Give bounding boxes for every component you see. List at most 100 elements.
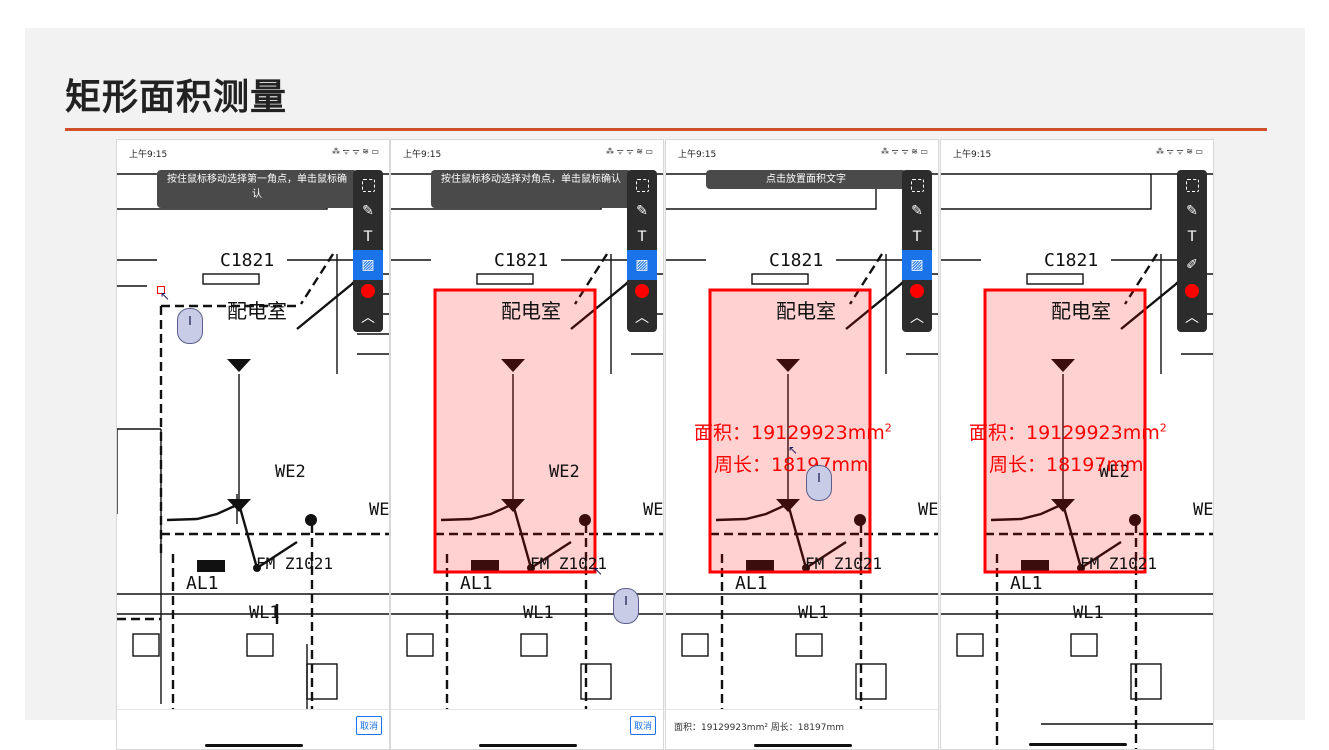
plan-label-fm: FM Z1021 [1080, 554, 1158, 573]
status-time: 上午9:15 [678, 150, 717, 160]
status-icons: ⁂ ᯤ ᯤ ≋ ▭ [605, 147, 653, 156]
side-toolbar: ✎ T ▨ ︿ [902, 170, 932, 332]
color-dot[interactable] [1177, 276, 1207, 306]
color-dot[interactable] [353, 276, 383, 306]
side-toolbar: ✎ T ▨ ︿ [627, 170, 657, 332]
collapse-icon[interactable]: ︿ [1185, 310, 1199, 326]
text-icon[interactable]: T [1187, 229, 1197, 245]
plan-label-fm: FM Z1021 [805, 554, 883, 573]
status-bar: 上午9:15 ⁂ ᯤ ᯤ ≋ ▭ [117, 140, 389, 164]
status-time: 上午9:15 [403, 150, 442, 160]
plan-label-al1: AL1 [1010, 573, 1043, 594]
measure-area-icon[interactable]: ▨ [353, 250, 383, 280]
collapse-icon[interactable]: ︿ [361, 310, 375, 326]
plan-label-we2: WE2 [275, 462, 306, 482]
bottom-bar: 面积：19129923mm² 周长：18197mm [666, 709, 938, 749]
text-icon[interactable]: T [363, 229, 373, 245]
mouse-icon [806, 465, 832, 501]
plan-label-window: C1821 [769, 250, 824, 271]
status-time: 上午9:15 [953, 150, 992, 160]
plan-label-window: C1821 [220, 250, 275, 271]
plan-label-we: WE [918, 500, 939, 520]
status-bar: 上午9:15 ⁂ ᯤ ᯤ ≋ ▭ [391, 140, 663, 164]
plan-label-window: C1821 [1044, 250, 1099, 271]
select-icon[interactable] [353, 170, 383, 200]
plan-label-we: WE [643, 500, 664, 520]
text-icon[interactable]: T [637, 229, 647, 245]
bottom-bar: 取消 [117, 709, 389, 749]
mouse-icon [177, 308, 203, 344]
plan-label-we2: WE2 [1099, 462, 1130, 482]
phone-screen-1: 上午9:15 ⁂ ᯤ ᯤ ≋ ▭ [116, 139, 390, 750]
home-indicator [205, 744, 303, 747]
plan-label-wl1: WL1 [249, 603, 280, 623]
text-icon[interactable]: T [912, 229, 922, 245]
plan-label-fm: FM Z1021 [530, 554, 608, 573]
plan-label-room: 配电室 [1051, 299, 1111, 323]
instruction-hint: 点击放置面积文字 [706, 170, 906, 189]
status-bar: 上午9:15 ⁂ ᯤ ᯤ ≋ ▭ [666, 140, 938, 164]
pointer-icon: ↖ [593, 564, 604, 578]
area-label: 面积：19129923mm2 [694, 421, 892, 444]
instruction-hint: 按住鼠标移动选择对角点，单击鼠标确认 [431, 170, 631, 208]
pen-icon[interactable]: ✎ [911, 203, 923, 219]
measure-area-icon[interactable]: ▨ [902, 250, 932, 280]
side-toolbar: ✎ T ✐ ︿ [1177, 170, 1207, 332]
status-icons: ⁂ ᯤ ᯤ ≋ ▭ [1155, 147, 1203, 156]
home-indicator [479, 744, 577, 747]
first-corner-marker [157, 286, 165, 294]
plan-label-wl1: WL1 [523, 603, 554, 623]
plan-label-window: C1821 [494, 250, 549, 271]
ruler-icon[interactable]: ✐ [1186, 257, 1198, 273]
pen-icon[interactable]: ✎ [636, 203, 648, 219]
plan-label-room: 配电室 [776, 299, 836, 323]
phone-screen-3: 上午9:15 ⁂ ᯤ ᯤ ≋ ▭ [665, 139, 939, 750]
plan-label-we2: WE2 [549, 462, 580, 482]
mouse-icon [613, 588, 639, 624]
plan-label-al1: AL1 [735, 573, 768, 594]
home-indicator [1029, 743, 1127, 746]
plan-label-wl1: WL1 [1073, 603, 1104, 623]
measurement-result: 面积：19129923mm² 周长：18197mm [674, 723, 844, 733]
floor-plan [117, 173, 389, 709]
pen-icon[interactable]: ✎ [1186, 203, 1198, 219]
status-time: 上午9:15 [129, 150, 168, 160]
title-divider [65, 128, 1267, 131]
plan-label-al1: AL1 [186, 573, 219, 594]
select-icon[interactable] [1177, 170, 1207, 200]
floor-plan [391, 173, 663, 709]
side-toolbar: ✎ T ▨ ︿ [353, 170, 383, 332]
pointer-icon: ↖ [160, 289, 171, 303]
slide-title: 矩形面积测量 [65, 77, 288, 118]
measure-area-icon[interactable]: ▨ [627, 250, 657, 280]
pointer-icon: ↖ [788, 443, 799, 457]
status-icons: ⁂ ᯤ ᯤ ≋ ▭ [880, 147, 928, 156]
phone-screen-4: 上午9:15 ⁂ ᯤ ᯤ ≋ ▭ [940, 139, 1214, 750]
home-indicator [754, 744, 852, 747]
phone-screen-2: 上午9:15 ⁂ ᯤ ᯤ ≋ ▭ [390, 139, 664, 750]
plan-label-we: WE [1193, 500, 1214, 520]
floor-plan [941, 173, 1213, 749]
color-dot[interactable] [627, 276, 657, 306]
plan-label-room: 配电室 [501, 299, 561, 323]
status-icons: ⁂ ᯤ ᯤ ≋ ▭ [331, 147, 379, 156]
status-bar: 上午9:15 ⁂ ᯤ ᯤ ≋ ▭ [941, 140, 1213, 164]
bottom-bar: 取消 [391, 709, 663, 749]
instruction-hint: 按住鼠标移动选择第一角点，单击鼠标确认 [157, 170, 357, 208]
plan-label-al1: AL1 [460, 573, 493, 594]
select-icon[interactable] [627, 170, 657, 200]
plan-label-room: 配电室 [227, 299, 287, 323]
plan-label-wl1: WL1 [798, 603, 829, 623]
floor-plan [666, 173, 938, 709]
collapse-icon[interactable]: ︿ [910, 310, 924, 326]
color-dot[interactable] [902, 276, 932, 306]
cancel-button[interactable]: 取消 [355, 716, 382, 735]
select-icon[interactable] [902, 170, 932, 200]
perimeter-label: 周长：18197mm [989, 454, 1144, 476]
plan-label-we: WE [369, 500, 390, 520]
pen-icon[interactable]: ✎ [362, 203, 374, 219]
plan-label-fm: FM Z1021 [256, 554, 334, 573]
cancel-button[interactable]: 取消 [629, 716, 656, 735]
area-label: 面积：19129923mm2 [969, 421, 1167, 444]
collapse-icon[interactable]: ︿ [635, 310, 649, 326]
